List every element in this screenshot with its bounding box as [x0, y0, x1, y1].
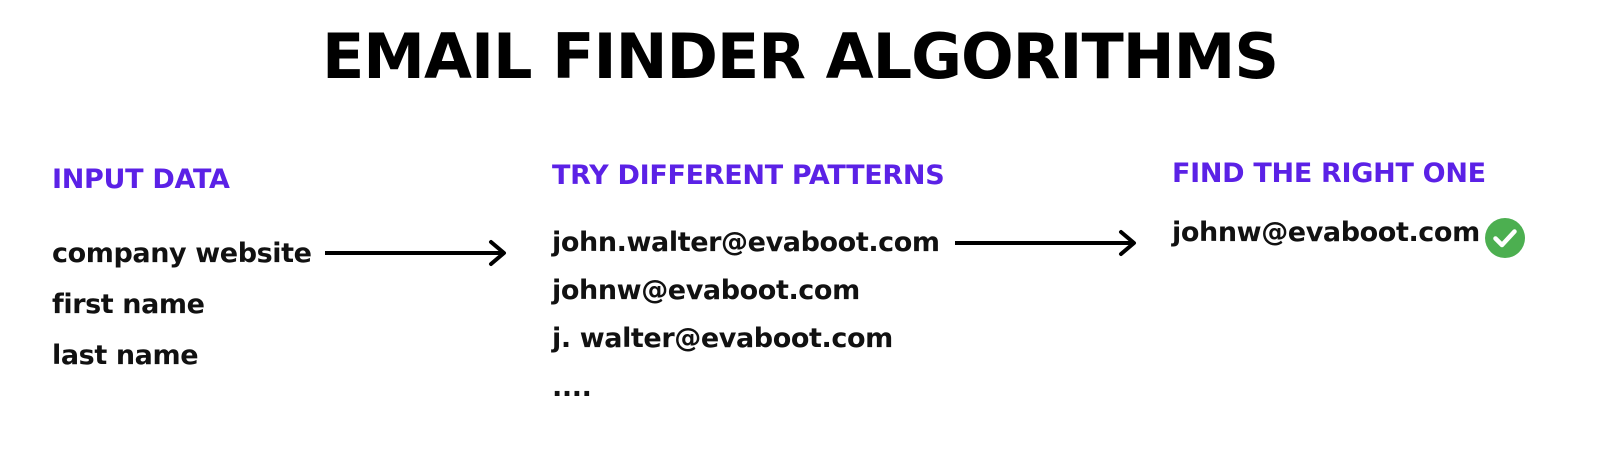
step-heading-try-patterns: TRY DIFFERENT PATTERNS: [552, 160, 945, 191]
pattern-item-ellipsis: ....: [552, 372, 592, 403]
step-heading-input-data: INPUT DATA: [52, 164, 230, 195]
pattern-item-2: johnw@evaboot.com: [552, 275, 860, 306]
page-title: EMAIL FINDER ALGORITHMS: [321, 20, 1279, 93]
right-arrow-icon: [325, 240, 506, 266]
input-item-company-website: company website: [52, 238, 312, 269]
right-arrow-icon: [955, 230, 1136, 256]
input-item-first-name: first name: [52, 289, 205, 320]
input-item-last-name: last name: [52, 340, 199, 371]
pattern-item-3: j. walter@evaboot.com: [552, 323, 893, 354]
pattern-item-1: john.walter@evaboot.com: [552, 227, 940, 258]
result-email: johnw@evaboot.com: [1172, 217, 1480, 248]
step-heading-find-right-one: FIND THE RIGHT ONE: [1172, 158, 1486, 189]
check-circle-icon: [1485, 218, 1525, 258]
